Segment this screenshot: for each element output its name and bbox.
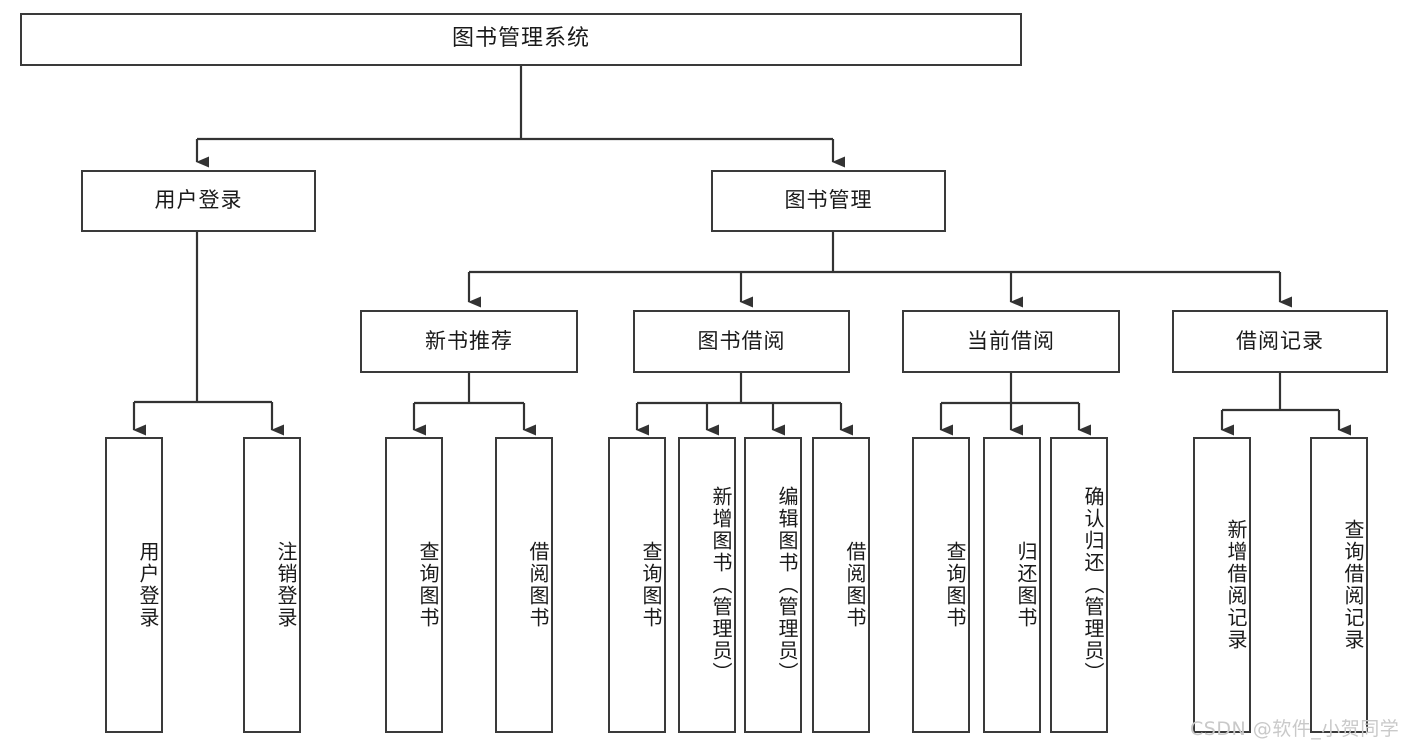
leaf-add-borrowing-record[interactable]: 新增借阅记录 xyxy=(1193,437,1251,733)
node-book-management[interactable]: 图书管理 xyxy=(711,170,946,232)
leaf-confirm-return-admin[interactable]: 确认归还（管理员） xyxy=(1050,437,1108,733)
leaf-add-book-admin[interactable]: 新增图书（管理员） xyxy=(678,437,736,733)
node-book-borrowing[interactable]: 图书借阅 xyxy=(633,310,850,373)
leaf-borrow-book-recommendation[interactable]: 借阅图书 xyxy=(495,437,553,733)
leaf-query-book-current[interactable]: 查询图书 xyxy=(912,437,970,733)
leaf-user-login[interactable]: 用户登录 xyxy=(105,437,163,733)
node-user-login[interactable]: 用户登录 xyxy=(81,170,316,232)
node-borrowing-record[interactable]: 借阅记录 xyxy=(1172,310,1388,373)
leaf-query-book-recommendation[interactable]: 查询图书 xyxy=(385,437,443,733)
leaf-edit-book-admin[interactable]: 编辑图书（管理员） xyxy=(744,437,802,733)
node-new-book-recommendation[interactable]: 新书推荐 xyxy=(360,310,578,373)
leaf-query-book-borrowing[interactable]: 查询图书 xyxy=(608,437,666,733)
node-current-borrowing[interactable]: 当前借阅 xyxy=(902,310,1120,373)
watermark-text: CSDN @软件_小贺同学 xyxy=(1190,718,1400,740)
leaf-borrow-book[interactable]: 借阅图书 xyxy=(812,437,870,733)
node-root-book-management-system[interactable]: 图书管理系统 xyxy=(20,13,1022,66)
leaf-query-borrowing-record[interactable]: 查询借阅记录 xyxy=(1310,437,1368,733)
leaf-return-book[interactable]: 归还图书 xyxy=(983,437,1041,733)
leaf-logout[interactable]: 注销登录 xyxy=(243,437,301,733)
